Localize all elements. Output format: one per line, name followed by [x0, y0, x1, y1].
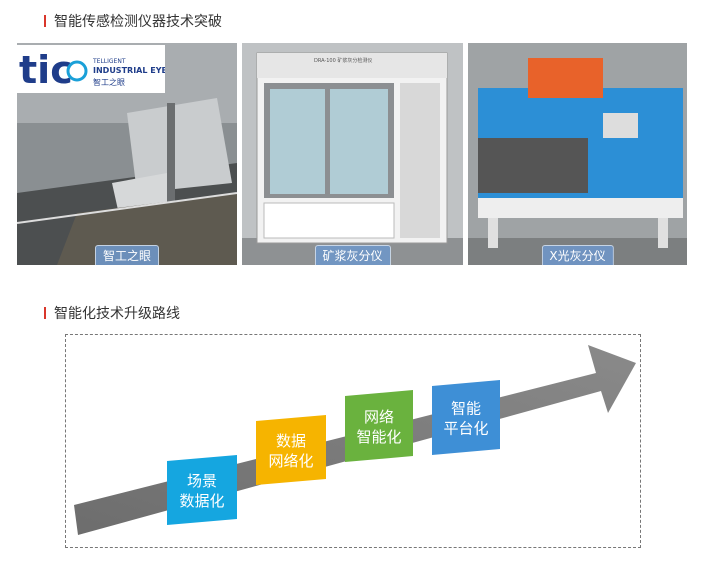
photo-xray-ash-analyzer: X光灰分仪 [468, 43, 687, 265]
photo-caption: X光灰分仪 [541, 245, 614, 265]
svg-text:智工之眼: 智工之眼 [93, 77, 125, 87]
roadmap-step-box [432, 380, 500, 455]
roadmap-step-label: 数据 [276, 432, 306, 450]
title-accent-bar [44, 15, 46, 27]
svg-text:tic: tic [19, 48, 73, 92]
roadmap-step-box [345, 390, 413, 462]
roadmap-step-box [167, 455, 237, 525]
photo-caption: 智工之眼 [94, 245, 160, 265]
svg-text:TELLIGENT: TELLIGENT [92, 58, 126, 65]
svg-text:INDUSTRIAL EYE: INDUSTRIAL EYE [93, 66, 165, 75]
roadmap-step-label: 智能化 [356, 428, 401, 446]
roadmap-diagram: 场景数据化数据网络化网络智能化智能平台化 [65, 334, 641, 548]
section-title-2: 智能化技术升级路线 [44, 303, 180, 323]
roadmap-step-label: 网络 [364, 408, 394, 426]
roadmap-step-label: 平台化 [443, 420, 488, 438]
title-accent-bar [44, 307, 46, 319]
section-title-2-text: 智能化技术升级路线 [54, 306, 180, 322]
roadmap-step-label: 网络化 [268, 452, 313, 470]
device-panel-label: DRA-100 矿浆灰分检测仪 [314, 58, 373, 64]
roadmap-step-label: 场景 [187, 472, 217, 490]
photo-caption: 矿浆灰分仪 [314, 245, 391, 265]
section-title-1: 智能传感检测仪器技术突破 [44, 11, 222, 31]
section-title-1-text: 智能传感检测仪器技术突破 [54, 14, 222, 30]
roadmap-step-box [256, 415, 326, 485]
photo-slurry-ash-analyzer: DRA-100 矿浆灰分检测仪 矿浆灰分仪 [242, 43, 463, 265]
tic-logo: tic TELLIGENT INDUSTRIAL EYE 智工之眼 [17, 45, 167, 93]
roadmap-step-label: 数据化 [179, 492, 224, 510]
roadmap-step-label: 智能 [451, 400, 481, 418]
tic-logo-icon: tic TELLIGENT INDUSTRIAL EYE 智工之眼 [19, 48, 167, 92]
